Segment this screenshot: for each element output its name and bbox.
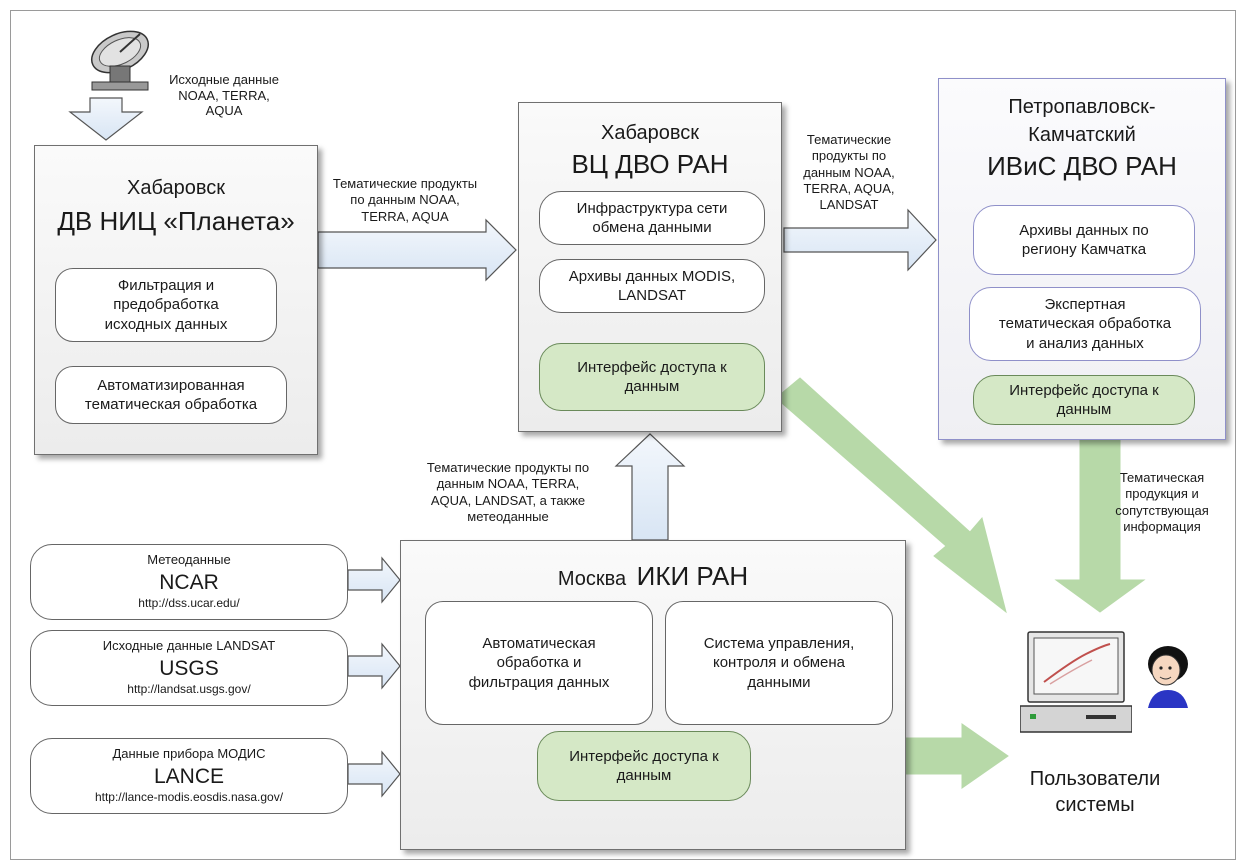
arrow-iki-to-vc bbox=[614, 433, 686, 541]
vc-org-title: ВЦ ДВО РАН bbox=[571, 149, 729, 179]
arrow-planeta-to-vc bbox=[317, 218, 517, 282]
source-lance-description: Данные прибора МОДИС bbox=[112, 746, 266, 762]
source-lance-name: LANCE bbox=[153, 765, 225, 788]
planeta-box: Хабаровск ДВ НИЦ «Планета» Фильтрация и … bbox=[34, 145, 318, 455]
ivis-city: Петропавловск- Камчатский bbox=[1008, 96, 1156, 146]
source-ncar-description: Метеоданные bbox=[147, 552, 231, 568]
iki-item-auto-processing: Автоматическая обработка и фильтрация да… bbox=[425, 601, 653, 725]
satellite-dish-icon bbox=[91, 30, 149, 91]
arrow-ivis-to-users bbox=[1054, 439, 1146, 613]
arrow-vc-ivis-label: Тематические продукты по данным NOAA, TE… bbox=[803, 132, 895, 212]
iki-item-control-system: Система управления, контроля и обмена да… bbox=[665, 601, 893, 725]
vc-interface: Интерфейс доступа к данным bbox=[539, 343, 765, 411]
arrow-ivis-users-label: Тематическая продукция и сопутствующая и… bbox=[1115, 470, 1209, 534]
vc-item-archives: Архивы данных MODIS, LANDSAT bbox=[539, 259, 765, 313]
iki-box: Москва ИКИ РАН Автоматическая обработка … bbox=[400, 540, 906, 850]
source-lance-url: http://lance-modis.eosdis.nasa.gov/ bbox=[94, 790, 284, 805]
ivis-item-expert-analysis: Экспертная тематическая обработка и анал… bbox=[969, 287, 1201, 361]
iki-city: Москва bbox=[557, 568, 627, 590]
iki-org-title: ИКИ РАН bbox=[636, 561, 749, 591]
planeta-org-title: ДВ НИЦ «Планета» bbox=[57, 206, 295, 236]
ivis-item-archives: Архивы данных по региону Камчатка bbox=[973, 205, 1195, 275]
planeta-item-filtering: Фильтрация и предобработка исходных данн… bbox=[55, 268, 277, 342]
arrow-satellite-to-planeta bbox=[68, 97, 144, 141]
arrow-ncar-to-iki bbox=[347, 556, 401, 604]
users-label: Пользователи системы bbox=[1029, 768, 1161, 816]
arrow-planeta-vc-label: Тематические продукты по данным NOAA, TE… bbox=[332, 176, 478, 224]
vc-item-infrastructure: Инфраструктура сети обмена данными bbox=[539, 191, 765, 245]
source-usgs: Исходные данные LANDSAT USGS http://land… bbox=[30, 630, 348, 706]
vc-box: Хабаровск ВЦ ДВО РАН Инфраструктура сети… bbox=[518, 102, 782, 432]
planeta-city: Хабаровск bbox=[127, 177, 225, 199]
source-lance: Данные прибора МОДИС LANCE http://lance-… bbox=[30, 738, 348, 814]
arrow-vc-to-users bbox=[775, 377, 1007, 614]
source-usgs-url: http://landsat.usgs.gov/ bbox=[127, 682, 251, 697]
arrow-iki-vc-label: Тематические продукты по данным NOAA, TE… bbox=[426, 460, 590, 524]
source-ncar-url: http://dss.ucar.edu/ bbox=[138, 596, 240, 611]
source-ncar: Метеоданные NCAR http://dss.ucar.edu/ bbox=[30, 544, 348, 620]
diagram-frame bbox=[10, 10, 1236, 860]
iki-title: Москва ИКИ РАН bbox=[401, 561, 905, 592]
source-usgs-description: Исходные данные LANDSAT bbox=[102, 638, 276, 654]
arrow-lance-to-iki bbox=[347, 750, 401, 798]
planeta-item-auto-processing: Автоматизированная тематическая обработк… bbox=[55, 366, 287, 424]
arrow-vc-to-ivis bbox=[783, 208, 937, 272]
satellite-source-label: Исходные данные NOAA, TERRA, AQUA bbox=[169, 72, 279, 119]
arrow-usgs-to-iki bbox=[347, 642, 401, 690]
vc-city: Хабаровск bbox=[601, 122, 699, 144]
source-ncar-name: NCAR bbox=[159, 571, 219, 594]
source-usgs-name: USGS bbox=[159, 657, 219, 680]
computer-icon bbox=[1020, 631, 1132, 733]
iki-interface: Интерфейс доступа к данным bbox=[537, 731, 751, 801]
ivis-org-title: ИВиС ДВО РАН bbox=[987, 151, 1177, 181]
ivis-interface: Интерфейс доступа к данным bbox=[973, 375, 1195, 425]
ivis-box: Петропавловск- Камчатский ИВиС ДВО РАН А… bbox=[938, 78, 1226, 440]
user-icon bbox=[1148, 646, 1188, 708]
